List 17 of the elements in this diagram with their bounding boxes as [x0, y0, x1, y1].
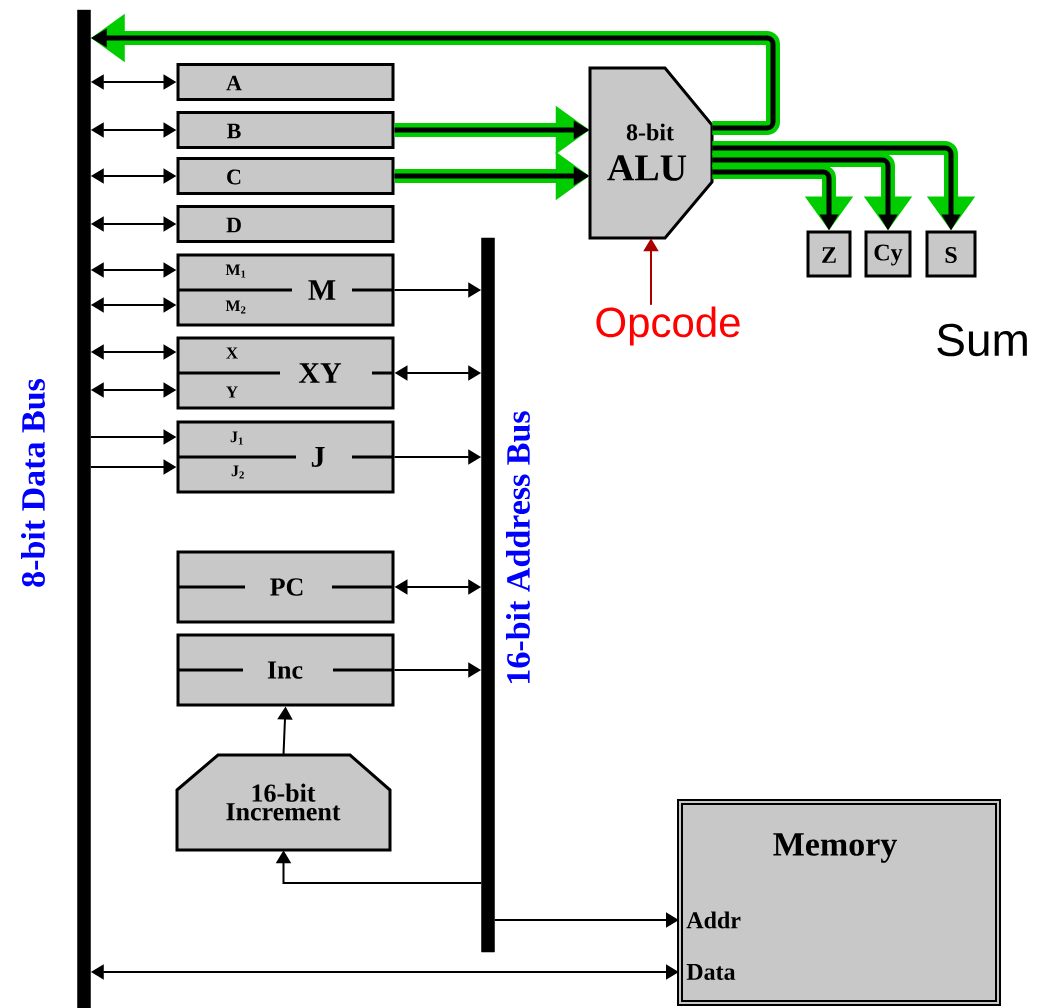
register-box: B [176, 111, 395, 149]
bus-label: 16-bit Address Bus [506, 411, 530, 683]
register-box: A [176, 63, 395, 101]
flag-box: Cy [864, 230, 912, 278]
register-box: Inc [176, 633, 395, 707]
signal-label: Opcode [596, 306, 740, 346]
register-box: X Y XY [176, 336, 395, 410]
bus-label: 8-bit Data Bus [21, 379, 45, 587]
register-box: D [176, 205, 395, 243]
register-box: PC [176, 550, 395, 624]
memory-box: Memory Addr Data [677, 799, 1001, 1006]
signal-label: Sum [937, 323, 1027, 357]
register-box: C [176, 157, 395, 195]
flag-box: Z [806, 230, 852, 278]
register-box: J$_{1}$ J$_{2}$ J [176, 420, 395, 494]
flag-box: S [925, 230, 977, 278]
register-box: M$_{1}$ M$_{2}$ M [176, 253, 395, 327]
